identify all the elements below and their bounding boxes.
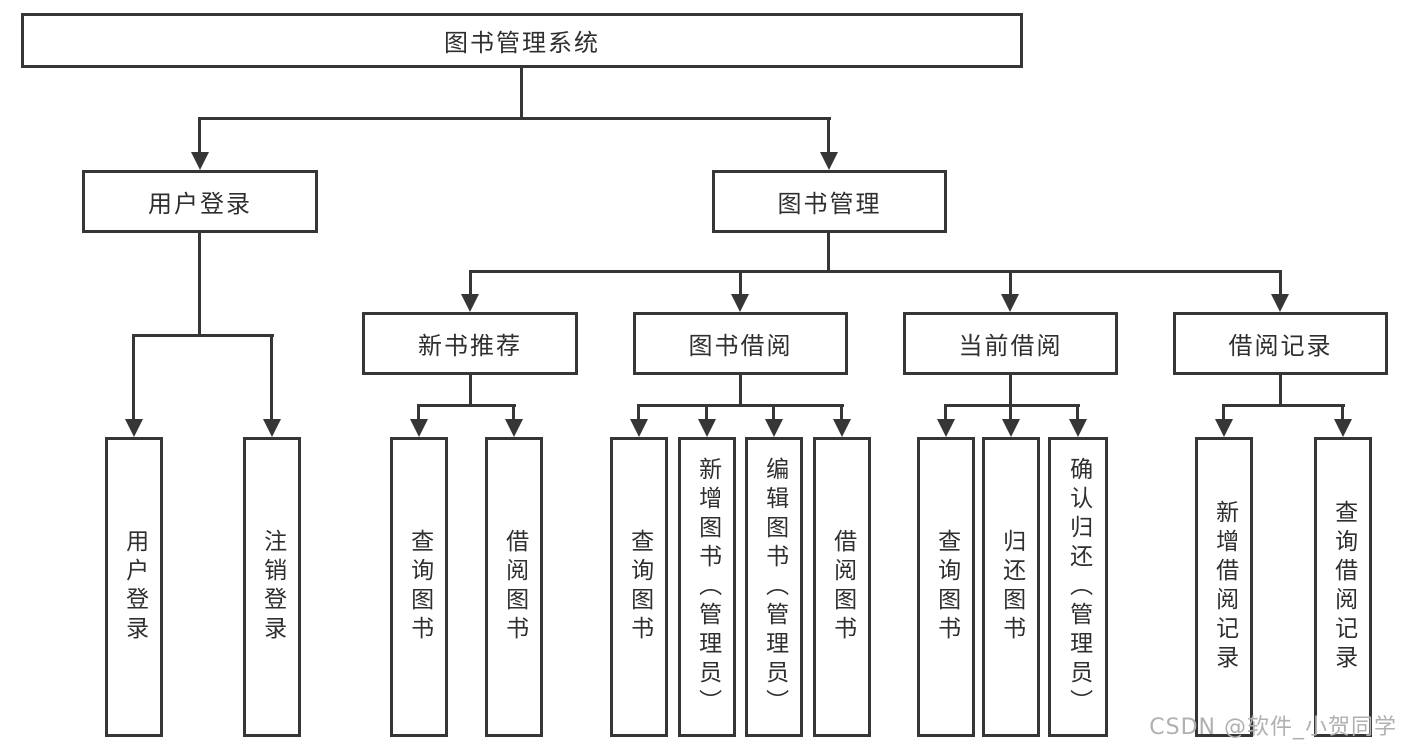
arrowhead-down-icon (698, 419, 716, 437)
connector-borrow-records-cross (1224, 404, 1345, 407)
arrowhead-down-icon (1002, 419, 1020, 437)
connector-drop-bb-borrow (840, 404, 843, 420)
node-new-book-recommend-label: 新书推荐 (418, 332, 522, 360)
node-root: 图书管理系统 (21, 13, 1023, 68)
leaf-borrow-borrow-books: 借阅图书 (813, 437, 871, 737)
connector-drop-bb-add (705, 404, 708, 420)
connector-book-borrow-cross (639, 404, 844, 407)
leaf-current-return-books: 归还图书 (982, 437, 1040, 737)
node-user-login-label: 用户登录 (148, 190, 252, 218)
connector-recommend-stem (469, 375, 472, 406)
connector-drop-cb-confirm (1076, 404, 1079, 420)
leaf-logout: 注销登录 (243, 437, 301, 737)
leaf-current-query-books: 查询图书 (917, 437, 975, 737)
connector-current-borrow-stem (1009, 375, 1012, 406)
leaf-recommend-query-books: 查询图书 (390, 437, 448, 737)
node-book-borrow: 图书借阅 (633, 312, 848, 375)
arrowhead-down-icon (630, 419, 648, 437)
arrowhead-down-icon (731, 294, 749, 312)
leaf-borrow-add-books-admin: 新增图书（管理员） (678, 437, 736, 737)
connector-drop-cb-return (1009, 404, 1012, 420)
node-book-management: 图书管理 (712, 170, 947, 233)
leaf-records-add-record: 新增借阅记录 (1195, 437, 1253, 737)
connector-root-cross (199, 117, 831, 120)
connector-drop-br-query (1341, 404, 1344, 420)
connector-drop-leaf-user-login (132, 334, 135, 420)
connector-root-stem (520, 68, 523, 120)
connector-drop-cb-query (944, 404, 947, 420)
leaf-records-query-record: 查询借阅记录 (1314, 437, 1372, 737)
arrowhead-down-icon (765, 419, 783, 437)
connector-drop-br-add (1222, 404, 1225, 420)
connector-drop-bb-edit (772, 404, 775, 420)
leaf-borrow-query-books: 查询图书 (610, 437, 668, 737)
arrowhead-down-icon (1215, 419, 1233, 437)
connector-drop-new-book-recommend (469, 270, 472, 296)
connector-drop-book-management (827, 117, 830, 153)
connector-drop-current-borrow (1009, 270, 1012, 296)
leaf-recommend-borrow-books: 借阅图书 (485, 437, 543, 737)
arrowhead-down-icon (937, 419, 955, 437)
connector-book-management-stem (827, 233, 830, 273)
arrowhead-down-icon (1271, 294, 1289, 312)
arrowhead-down-icon (1334, 419, 1352, 437)
node-book-borrow-label: 图书借阅 (688, 332, 793, 360)
connector-book-management-cross (470, 270, 1281, 273)
arrowhead-down-icon (125, 419, 143, 437)
node-borrow-records: 借阅记录 (1173, 312, 1388, 375)
connector-current-borrow-cross (946, 404, 1080, 407)
node-root-label: 图书管理系统 (444, 29, 600, 57)
leaf-current-confirm-return-admin: 确认归还（管理员） (1048, 437, 1108, 737)
connector-drop-recommend-query (417, 404, 420, 420)
connector-drop-book-borrow (739, 270, 742, 296)
connector-drop-leaf-logout (270, 334, 273, 420)
connector-user-login-stem (198, 233, 201, 336)
arrowhead-down-icon (191, 152, 209, 170)
arrowhead-down-icon (820, 152, 838, 170)
node-new-book-recommend: 新书推荐 (362, 312, 578, 375)
connector-recommend-cross (419, 404, 516, 407)
watermark: CSDN @软件_小贺同学 (1149, 715, 1397, 740)
connector-book-borrow-stem (739, 375, 742, 406)
node-current-borrow-label: 当前借阅 (958, 332, 1063, 360)
arrowhead-down-icon (461, 294, 479, 312)
arrowhead-down-icon (1001, 294, 1019, 312)
arrowhead-down-icon (263, 419, 281, 437)
arrowhead-down-icon (1069, 419, 1087, 437)
leaf-borrow-edit-books-admin: 编辑图书（管理员） (745, 437, 803, 737)
connector-drop-borrow-records (1279, 270, 1282, 296)
connector-drop-bb-query (637, 404, 640, 420)
arrowhead-down-icon (833, 419, 851, 437)
node-borrow-records-label: 借阅记录 (1228, 332, 1333, 360)
node-user-login: 用户登录 (82, 170, 318, 233)
connector-drop-user-login (198, 117, 201, 153)
leaf-user-login: 用户登录 (105, 437, 163, 737)
node-book-management-label: 图书管理 (777, 190, 882, 218)
node-current-borrow: 当前借阅 (903, 312, 1118, 375)
connector-drop-recommend-borrow (512, 404, 515, 420)
arrowhead-down-icon (505, 419, 523, 437)
connector-user-login-cross (134, 334, 274, 337)
connector-borrow-records-stem (1279, 375, 1282, 406)
arrowhead-down-icon (410, 419, 428, 437)
